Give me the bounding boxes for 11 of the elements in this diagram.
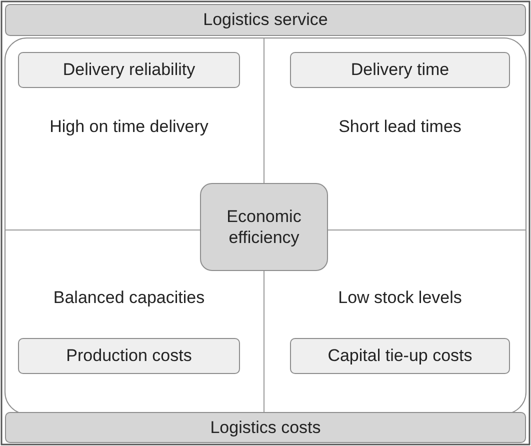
caption-text: Short lead times <box>338 117 462 137</box>
process-box: Delivery reliability <box>18 52 240 88</box>
caption-text: Balanced capacities <box>53 288 205 308</box>
process-box: Capital tie-up costs <box>290 338 510 374</box>
header-band: Logistics service <box>5 4 526 36</box>
process-box: Delivery time <box>290 52 510 88</box>
process-box: Economic efficiency <box>200 183 328 271</box>
process-box: Production costs <box>18 338 240 374</box>
caption-text: High on time delivery <box>50 117 208 137</box>
caption-text: Low stock levels <box>338 288 462 308</box>
footer-band: Logistics costs <box>5 412 526 443</box>
